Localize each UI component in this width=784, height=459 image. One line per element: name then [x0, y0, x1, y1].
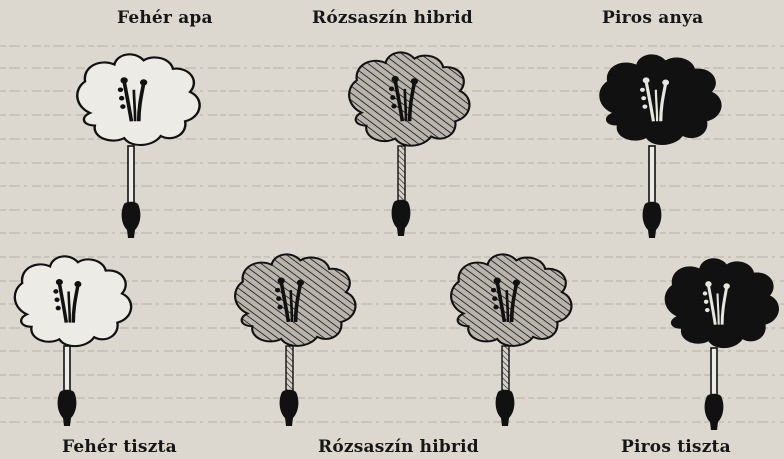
pink-flower-hybrid-bottom-1 — [224, 248, 364, 438]
label-pink-hybrid-bottom: Rózsaszín hibrid — [318, 437, 479, 457]
label-white-pure: Fehér tiszta — [62, 437, 177, 457]
label-red-mother: Piros anya — [602, 8, 703, 28]
label-white-father: Fehér apa — [117, 8, 213, 28]
label-pink-hybrid-top: Rózsaszín hibrid — [312, 8, 473, 28]
red-flower-pure — [654, 252, 784, 442]
red-flower-mother — [586, 50, 726, 242]
white-flower-pure — [4, 250, 144, 440]
label-red-pure: Piros tiszta — [621, 437, 731, 457]
white-flower-father — [64, 50, 204, 242]
pink-flower-hybrid-bottom-2 — [440, 248, 580, 438]
pink-flower-hybrid-top — [336, 48, 476, 240]
